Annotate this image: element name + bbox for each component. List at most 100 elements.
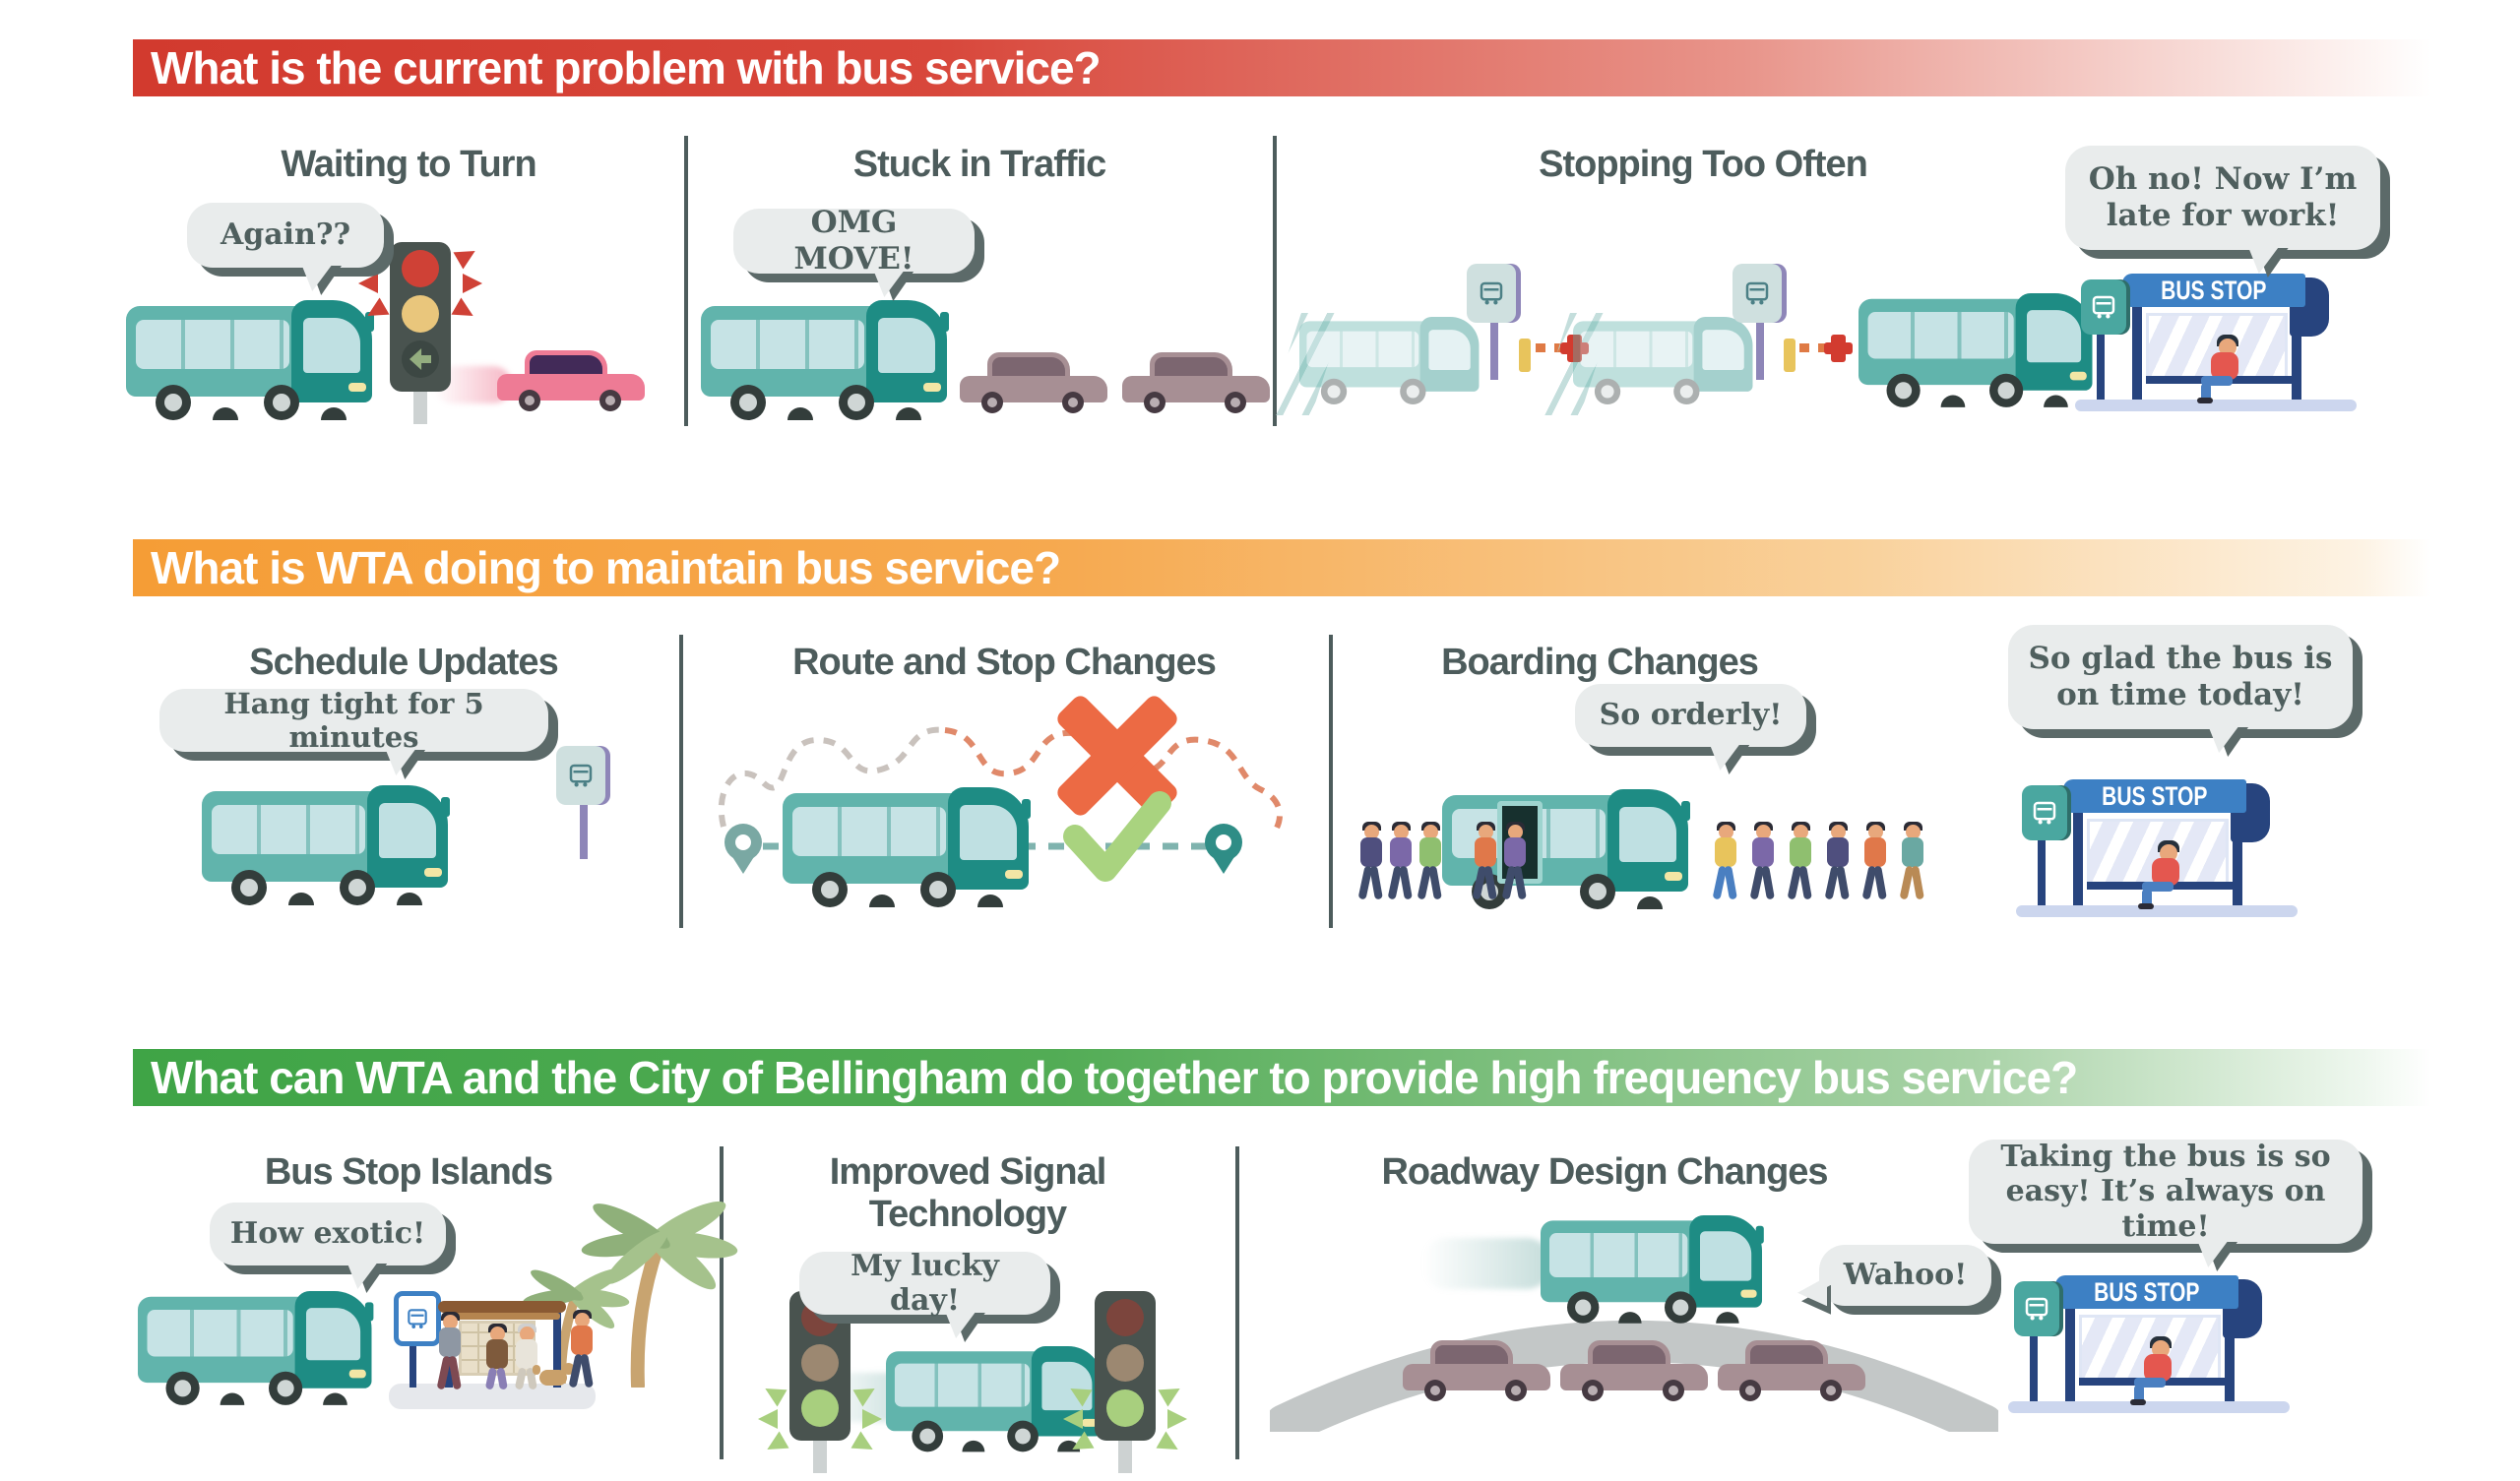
signal-pole [413,392,427,424]
bus-headlight [2069,371,2087,381]
bus-stop-sign-icon [556,746,611,859]
x-mark-icon [1057,696,1177,816]
bus-skirt [220,1392,245,1405]
queued-passenger [1861,822,1888,903]
map-pin-icon [724,824,762,874]
bus-headlight [1740,1289,1757,1298]
shelter-post [2292,307,2301,400]
bus-skirt [1716,1312,1739,1324]
bus-illustration [1858,293,2095,407]
shelter-ground [2016,905,2298,917]
bus-stop-sign-label: BUS STOP [2094,1276,2200,1307]
waiting-passenger [2130,1336,2181,1405]
bus-wheel [231,870,267,905]
bus-wheel [269,1371,303,1405]
car-icon [1718,1340,1865,1401]
bus-wheel [730,385,766,420]
dashed-connector [1536,343,1565,352]
bus-windshield [1428,330,1471,371]
bus-windshield [306,1308,361,1361]
car-wheel [1820,1380,1842,1401]
bus-illustration [202,785,450,905]
head [1719,825,1733,839]
passenger-legs [2134,1378,2166,1388]
traffic-light-icon [786,1291,854,1473]
bus-windshield [878,318,935,373]
bus-illustration [886,1346,1104,1452]
bus-stop-sign-icon [2081,279,2126,335]
bus-skirt [869,895,895,907]
waiting-passenger [436,1312,463,1393]
leg [496,1367,508,1390]
boarding-passenger [1417,822,1443,903]
palm-tree-icon [523,1268,630,1395]
flash-spark-icon [463,274,482,293]
boarding-passenger [1501,822,1528,903]
bus-wheel [1400,378,1426,405]
bus-skirt [1637,896,1663,909]
torso [1419,837,1441,867]
divider [1235,1146,1239,1459]
bus-wheel [264,385,299,420]
waiting-passenger [514,1324,539,1390]
route-map-graphic [718,696,1284,882]
head [443,1315,458,1329]
bus-wheel [1886,373,1921,407]
leg [1428,865,1442,900]
flash-spark-icon [1156,1431,1182,1457]
head [1394,825,1409,839]
waiting-passenger [2197,335,2248,403]
flash-spark-icon [762,1431,788,1457]
car-icon [1122,352,1270,413]
section-maintain-header-label: What is WTA doing to maintain bus servic… [151,542,1061,593]
torso [1475,837,1496,867]
bus-body [1299,321,1480,388]
bus-wheel [1989,373,2024,407]
bus-glyph-icon [569,764,593,787]
bus-windshield [1702,330,1744,371]
panel-title-waiting-to-turn: Waiting to Turn [281,144,536,185]
speech-bubble: Oh no! Now I’m late for work! [2065,146,2380,250]
panel-title-route-stop-changes: Route and Stop Changes [792,642,1217,683]
amber-lamp [801,1344,839,1382]
stop-pad [1519,339,1531,372]
dog-icon [533,1363,575,1386]
bus-wheel [165,1371,200,1405]
sign-pole [1756,323,1764,380]
bus-headlight [348,1369,366,1379]
amber-lamp [402,295,439,333]
bus-stop-sign-plate [1732,264,1782,323]
queued-passenger [1899,822,1925,903]
divider [1329,635,1333,928]
sign-pole [2038,840,2046,905]
car-cabin [1430,1340,1513,1368]
bus-skirt [321,407,346,420]
bus-stop-sign-icon [1467,264,1522,380]
leg [1369,865,1383,900]
waiting-passenger [568,1310,595,1391]
shelter-post [2073,813,2083,905]
bus-windshield [1700,1231,1752,1281]
passenger-shoe [2138,903,2154,909]
bus-mirror [364,1302,374,1322]
bus-stop-sign-label: BUS STOP [2102,780,2208,811]
traffic-light-icon [386,242,455,424]
section-problem-header: What is the current problem with bus ser… [133,39,2431,96]
bus-mirror [940,312,949,332]
bus-skirt [397,893,422,905]
divider [679,635,683,928]
car-wheel [519,390,540,411]
head [1906,825,1921,839]
bus-glyph-icon [1745,281,1769,305]
flash-spark-icon [1167,1409,1187,1429]
car-window [1435,1345,1508,1368]
bus-shelter: BUS STOP [2008,1275,2290,1413]
panel-title-stuck-in-traffic: Stuck in Traffic [852,144,1106,185]
bus-mirror [365,312,374,332]
car-wheel [1424,1380,1446,1401]
signal-pole [1118,1441,1132,1473]
passenger-shoe [2197,398,2213,403]
car-wheel [1505,1380,1527,1401]
passenger-legs [2142,890,2152,907]
